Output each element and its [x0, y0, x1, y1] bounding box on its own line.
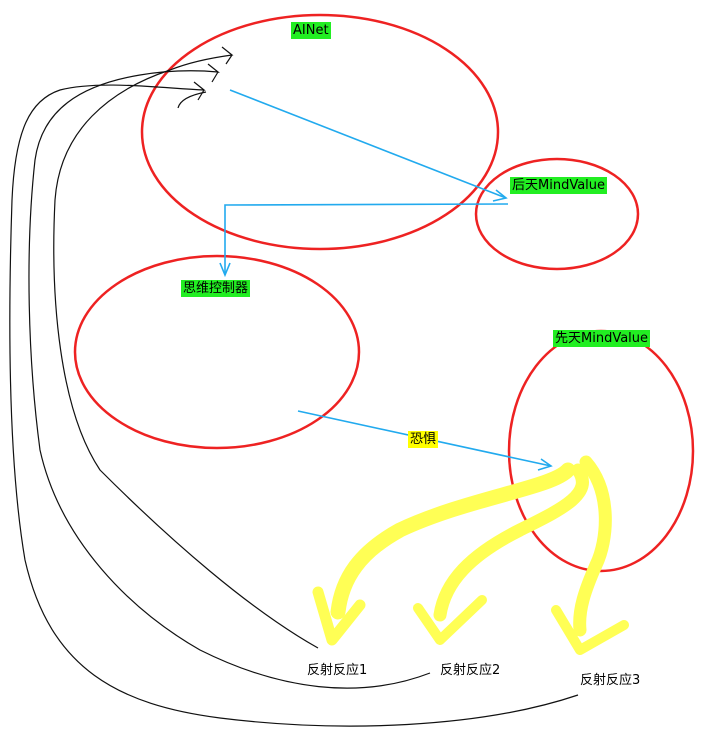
- innate-mind-value-label: 先天MindValue: [553, 330, 651, 347]
- feedback-loop-3-tail: [177, 91, 207, 109]
- feedback-loop-2: [28, 63, 431, 689]
- reflex-arrow-3: [573, 455, 612, 637]
- reflex-arrow-2: [433, 463, 589, 622]
- reflex-arrowhead-2: [413, 595, 487, 645]
- arrow-acquired-to-controller: [224, 203, 509, 275]
- reflex-arrow-1: [330, 462, 576, 620]
- arrowhead-ainet-to-acquired: [492, 189, 508, 202]
- feedback-loops: [9, 46, 579, 727]
- reflex-arrowhead-1: [312, 586, 366, 646]
- reflex-arrows: [312, 455, 629, 655]
- reflex-3-label: 反射反应3: [580, 673, 641, 688]
- arrowhead-acquired-to-controller: [219, 262, 231, 278]
- feedback-loop-3: [9, 81, 579, 727]
- flow-arrows: [219, 89, 553, 471]
- thought-controller-label: 思维控制器: [181, 280, 251, 297]
- reflex-2-label: 反射反应2: [440, 663, 501, 678]
- acquired-mind-value-label: 后天MindValue: [510, 177, 608, 194]
- arrow-ainet-to-acquired: [229, 89, 507, 199]
- fear-label: 恐惧: [408, 431, 439, 448]
- thought-controller-ellipse: [73, 254, 361, 450]
- ainet-label: AINet: [291, 22, 331, 39]
- arrowhead-controller-to-innate: [537, 458, 553, 471]
- ainet-ellipse: [140, 13, 500, 251]
- feedback-loop-1: [53, 46, 319, 649]
- acquired-mind-value-ellipse: [474, 157, 640, 271]
- reflex-1-label: 反射反应1: [307, 663, 368, 678]
- reflex-arrowhead-3: [551, 605, 629, 655]
